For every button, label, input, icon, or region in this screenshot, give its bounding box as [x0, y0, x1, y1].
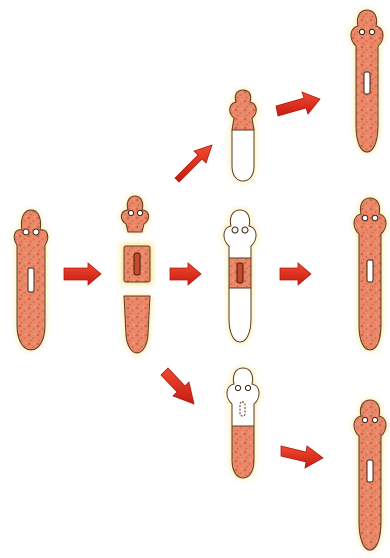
regenerating-trunk-new-tail — [229, 288, 251, 342]
regenerated-top-pharynx-icon — [364, 72, 370, 94]
regenerating-trunk-left-eye-icon — [232, 227, 238, 233]
right-eyespot-icon — [33, 229, 39, 235]
pharynx-icon — [28, 268, 34, 292]
regenerating-tail-new-head-trunk — [227, 368, 259, 426]
regenerating-trunk-pharynx-icon — [237, 263, 243, 283]
head-fragment — [121, 196, 148, 232]
regenerated-middle-pharynx-icon — [367, 260, 373, 282]
arrow-head-path — [175, 145, 212, 182]
regenerated-planarian-bottom — [354, 400, 386, 550]
regenerated-top-left-eye-icon — [359, 29, 364, 34]
left-eyespot-icon — [23, 229, 29, 235]
regenerated-planarian-middle — [354, 198, 386, 350]
arrow-to-cut — [64, 263, 101, 285]
regenerated-bottom-left-eye-icon — [362, 417, 367, 422]
cut-fragments — [121, 196, 152, 353]
regenerated-bottom-pharynx-icon — [367, 460, 373, 482]
arrow-trunk-path — [170, 263, 201, 285]
regenerating-tail-right-eye-icon — [245, 385, 250, 390]
regenerating-trunk-right-eye-icon — [242, 227, 248, 233]
regenerating-tail-fragment — [227, 368, 259, 478]
head-fragment-left-eye-icon — [128, 210, 133, 215]
regenerating-trunk-fragment — [224, 210, 256, 342]
regenerated-middle-right-eye-icon — [372, 215, 378, 221]
regenerating-head-new-tissue — [232, 130, 254, 181]
arrow-tail-path — [161, 368, 194, 404]
head-fragment-right-eye-icon — [137, 210, 142, 215]
arrow-tail-complete — [281, 446, 323, 468]
trunk-fragment-pharynx-icon — [134, 253, 140, 275]
arrow-head-complete — [276, 92, 320, 116]
regenerating-trunk-new-head — [224, 210, 256, 258]
arrow-trunk-complete — [280, 263, 311, 285]
regenerating-head-fragment — [230, 90, 257, 181]
regenerating-head-old-tissue — [230, 90, 257, 130]
regenerated-top-right-eye-icon — [369, 29, 374, 34]
regenerated-planarian-top — [351, 10, 383, 152]
tail-fragment — [124, 296, 150, 353]
regenerating-tail-left-eye-icon — [235, 385, 240, 390]
regenerated-middle-left-eye-icon — [362, 215, 368, 221]
regenerated-bottom-right-eye-icon — [372, 417, 377, 422]
intact-planarian — [14, 210, 47, 350]
regenerating-tail-old-tissue — [232, 426, 254, 478]
